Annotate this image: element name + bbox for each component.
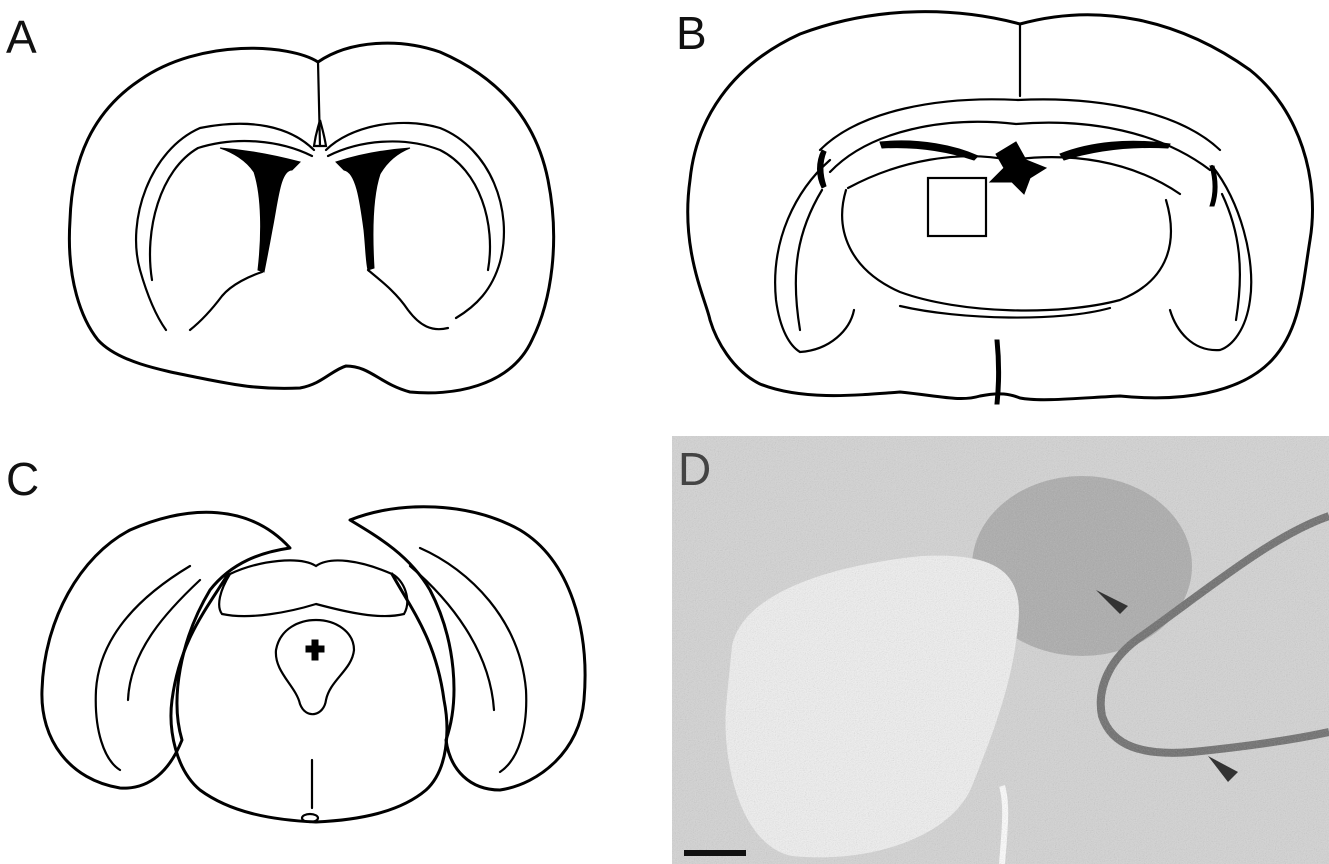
panel-c-left-hemisphere — [42, 512, 290, 788]
panel-d-grain — [672, 436, 1329, 864]
panel-c-right-hemisphere — [350, 507, 585, 790]
panel-c-periaqueductal — [276, 620, 354, 714]
panel-d-svg — [672, 436, 1329, 864]
panel-d-scale-bar — [684, 850, 746, 856]
panel-c-aqueduct — [306, 640, 324, 660]
panel-label-d: D — [678, 446, 711, 492]
panel-d-micrograph: D — [672, 436, 1329, 864]
panel-c-right-inner-2 — [410, 566, 494, 710]
panel-c-tectum — [219, 560, 407, 616]
panel-c-left-inner — [96, 566, 190, 770]
